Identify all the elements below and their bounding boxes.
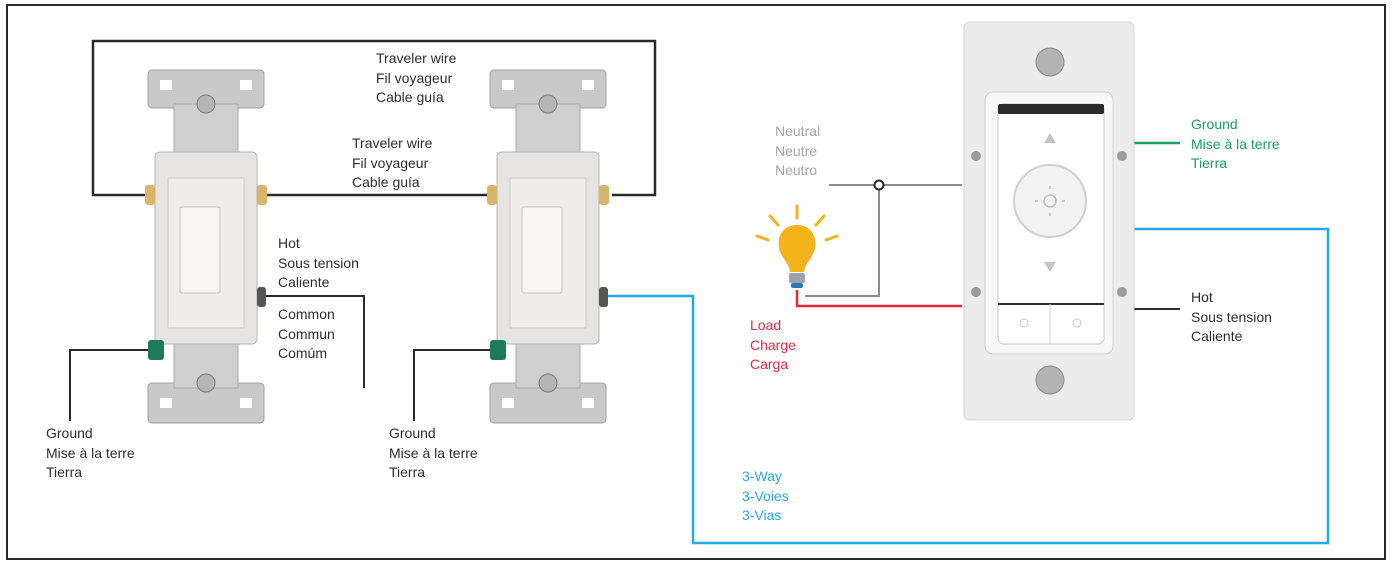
common-wire	[262, 295, 365, 388]
traveler-wire-top	[91, 39, 657, 197]
smart-dimmer-switch	[963, 21, 1135, 421]
load-wire	[795, 290, 962, 308]
ground-wire-middle	[413, 349, 492, 421]
three-way-wire	[606, 227, 1330, 545]
three-way-switch-middle	[487, 69, 609, 424]
ground-wire-left	[69, 349, 150, 421]
neutral-bulb-wire	[805, 185, 880, 297]
three-way-switch-left	[145, 69, 267, 424]
neutral-junction	[873, 179, 885, 191]
light-bulb-icon	[755, 204, 839, 288]
